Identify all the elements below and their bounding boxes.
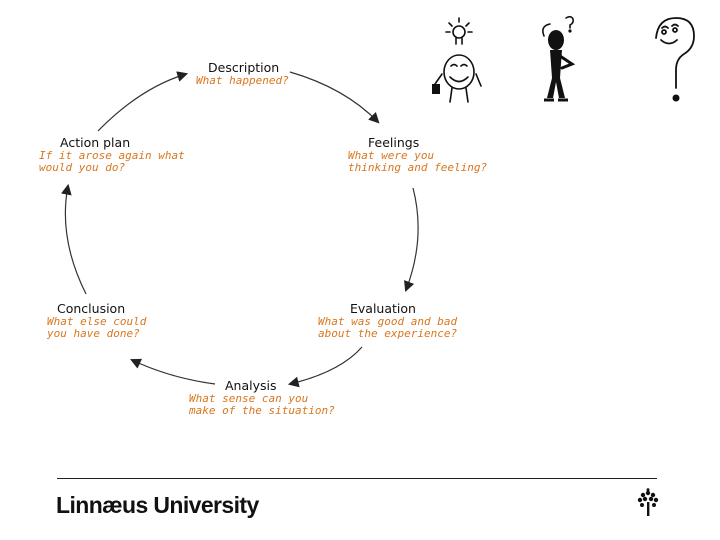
node-title: Action plan <box>60 135 131 150</box>
node-prompt: If it arose again what would you do? <box>39 149 185 174</box>
arrow-evaluation-to-analysis <box>287 346 363 388</box>
footer-divider <box>57 478 657 479</box>
node-title: Evaluation <box>350 301 416 316</box>
node-title: Conclusion <box>57 301 126 316</box>
node-prompt: What else could you have done? <box>47 315 147 340</box>
arrow-action-plan-to-description <box>97 71 189 132</box>
arrow-analysis-to-conclusion <box>130 358 216 385</box>
node-prompt: What were you thinking and feeling? <box>348 149 488 174</box>
arrow-description-to-feelings <box>289 71 380 124</box>
node-conclusion: Conclusion What else could you have done… <box>47 301 146 340</box>
node-action-plan: Action plan If it arose again what would… <box>39 135 185 174</box>
node-feelings: Feelings What were you thinking and feel… <box>348 135 487 174</box>
tree-logo-icon <box>637 488 659 516</box>
node-title: Description <box>208 60 280 75</box>
footer-brand: Linnæus University <box>56 492 259 518</box>
node-description: Description What happened? <box>196 60 289 87</box>
node-prompt: What sense can you make of the situation… <box>189 392 335 417</box>
node-title: Feelings <box>368 135 420 150</box>
node-prompt: What was good and bad about the experien… <box>318 315 458 340</box>
arrow-feelings-to-evaluation <box>404 187 419 293</box>
node-title: Analysis <box>225 378 277 393</box>
arrow-conclusion-to-action-plan <box>61 183 87 295</box>
thinking-figure-icon <box>542 15 576 102</box>
node-evaluation: Evaluation What was good and bad about t… <box>318 301 457 340</box>
node-analysis: Analysis What sense can you make of the … <box>189 378 335 417</box>
lightbulb-idea-figure-icon <box>432 17 482 103</box>
node-prompt: What happened? <box>196 74 289 87</box>
question-mark-figure-icon <box>655 17 695 102</box>
